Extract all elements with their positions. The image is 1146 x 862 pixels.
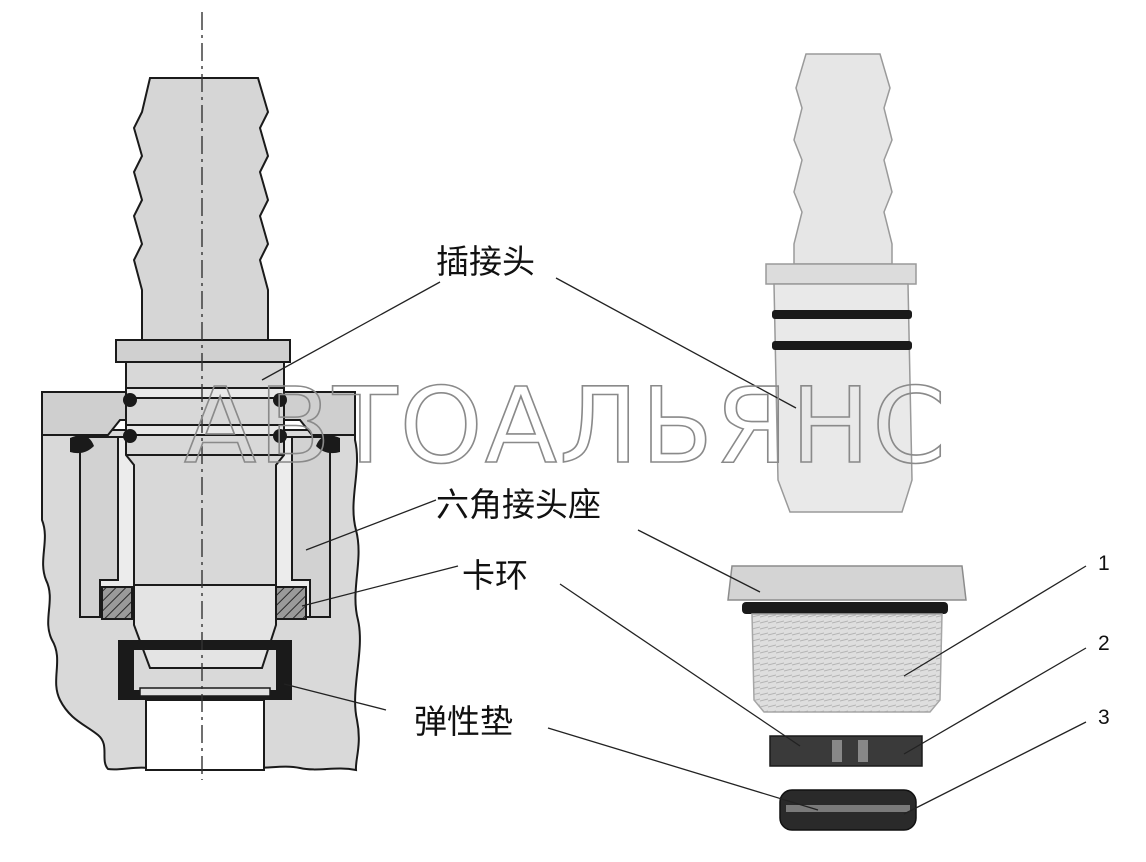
label-plug: 插接头 (436, 242, 535, 281)
o-ring-dot (123, 429, 137, 443)
o-ring-dot (123, 393, 137, 407)
plug-part-o-ring (772, 310, 912, 319)
callout-3: 3 (1098, 706, 1110, 729)
seat-o-ring (316, 435, 340, 454)
plug-part-collar (765, 263, 917, 285)
plug-nose (133, 584, 277, 669)
label-hex-seat: 六角接头座 (436, 485, 601, 524)
callout-2: 2 (1098, 632, 1110, 655)
plug-barb (132, 77, 270, 341)
hex-seat-part (727, 565, 967, 601)
lower-bore (145, 699, 265, 771)
plug-collar (115, 339, 291, 363)
seat-wall-right (291, 436, 331, 618)
clip-ring-part (769, 735, 923, 767)
hex-seat-o-ring (742, 602, 948, 614)
elastic-pad (118, 640, 292, 700)
o-ring-dot (273, 393, 287, 407)
label-clip-ring: 卡环 (462, 556, 528, 595)
hex-seat-thread (751, 613, 943, 713)
seat-wall-left (79, 436, 119, 618)
sectional-view (41, 12, 361, 780)
label-elastic-pad: 弹性垫 (414, 702, 513, 741)
clip-ring-left (101, 586, 133, 620)
clip-ring-right (275, 586, 307, 620)
leader-lines (261, 277, 1087, 815)
plug-part-barb (793, 53, 893, 265)
seat-o-ring (70, 435, 94, 454)
plug-part-o-ring (772, 341, 912, 350)
callout-1: 1 (1098, 552, 1110, 575)
o-ring-dot (273, 429, 287, 443)
exploded-view (727, 53, 967, 831)
watermark: АВТОАЛЬЯНС (184, 365, 948, 487)
